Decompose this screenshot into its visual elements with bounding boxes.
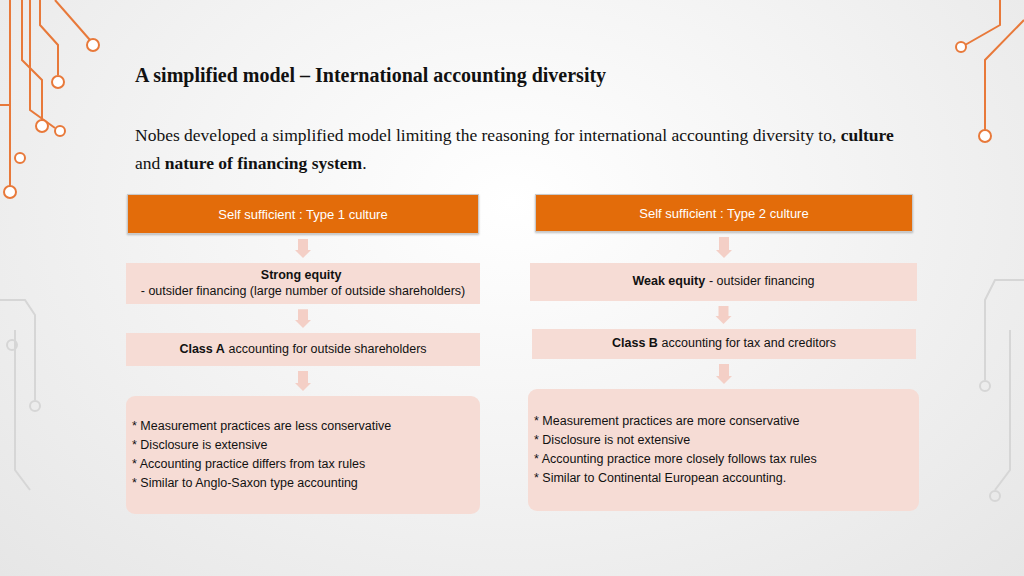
arrow-shape bbox=[716, 364, 732, 384]
circuit-dot bbox=[55, 126, 65, 136]
key-term: Strong equity bbox=[261, 268, 342, 284]
box-text: accounting for outside shareholders bbox=[229, 342, 427, 358]
circuit-line bbox=[15, 330, 30, 490]
bullet-item: * Measurement practices are less conserv… bbox=[132, 417, 472, 436]
circuit-nodes bbox=[4, 39, 991, 198]
characteristics-box: * Measurement practices are less conserv… bbox=[126, 396, 480, 514]
arrow-shape bbox=[716, 237, 732, 258]
flow-arrow bbox=[716, 306, 732, 324]
culture-header: Self sufficient : Type 2 culture bbox=[535, 194, 913, 232]
intro-text: and bbox=[135, 153, 160, 173]
flow-arrow bbox=[295, 309, 311, 328]
key-term: Weak equity bbox=[632, 274, 705, 290]
key-term: Class A bbox=[179, 342, 224, 358]
circuit-line bbox=[0, 104, 10, 106]
box-text: - outsider financing (large number of ou… bbox=[141, 284, 465, 300]
key-term: culture bbox=[841, 125, 894, 145]
circuit-dot bbox=[956, 42, 966, 52]
intro-paragraph: Nobes developed a simplified model limit… bbox=[135, 121, 905, 177]
arrow-shape bbox=[295, 371, 311, 391]
arrow-shape bbox=[295, 309, 311, 328]
arrow-shape bbox=[295, 239, 311, 258]
box-text: Self sufficient : Type 2 culture bbox=[639, 206, 808, 221]
circuit-line bbox=[0, 300, 35, 400]
circuit-dot bbox=[990, 491, 1000, 501]
bullet-item: * Accounting practice differs from tax r… bbox=[132, 455, 472, 474]
process-box: Class A accounting for outside shareholde… bbox=[126, 333, 480, 366]
bullet-item: * Accounting practice more closely follo… bbox=[534, 450, 911, 469]
circuit-lines bbox=[0, 0, 1024, 190]
circuit-line bbox=[9, 0, 11, 190]
box-text: Self sufficient : Type 1 culture bbox=[218, 207, 387, 222]
bullet-item: * Similar to Continental European accoun… bbox=[534, 469, 911, 488]
bullet-item: * Similar to Anglo-Saxon type accounting bbox=[132, 474, 472, 493]
circuit-dot bbox=[979, 130, 991, 142]
circuit-line bbox=[55, 0, 90, 40]
circuit-line bbox=[40, 0, 58, 75]
circuit-line bbox=[965, 0, 1000, 45]
characteristics-box: * Measurement practices are more conserv… bbox=[528, 389, 919, 511]
intro-text: . bbox=[362, 153, 366, 173]
circuit-line bbox=[985, 280, 1024, 380]
intro-text: Nobes developed a simplified model limit… bbox=[135, 125, 836, 145]
circuit-dot bbox=[87, 39, 99, 51]
flow-arrow bbox=[295, 239, 311, 258]
culture-header: Self sufficient : Type 1 culture bbox=[127, 194, 479, 234]
circuit-dot bbox=[36, 120, 48, 132]
circuit-dot bbox=[7, 340, 17, 350]
key-term: Class B bbox=[612, 336, 658, 352]
process-box: Class Baccounting for tax and creditors bbox=[532, 329, 916, 359]
circuit-dot bbox=[4, 186, 16, 198]
flow-arrow bbox=[716, 364, 732, 384]
circuit-dot bbox=[15, 153, 25, 163]
circuit-dot bbox=[980, 381, 990, 391]
process-box: Strong equity- outsider financing (large… bbox=[126, 263, 480, 304]
flow-arrow bbox=[295, 371, 311, 391]
bullet-item: * Measurement practices are more conserv… bbox=[534, 412, 911, 431]
circuit-dot bbox=[30, 401, 40, 411]
circuit-line bbox=[995, 330, 1010, 490]
box-text: - outsider financing bbox=[709, 274, 815, 290]
bullet-item: * Disclosure is not extensive bbox=[534, 431, 911, 450]
process-box: Weak equity- outsider financing bbox=[530, 263, 917, 301]
circuit-line bbox=[985, 20, 1024, 130]
key-term: nature of financing system bbox=[165, 153, 363, 173]
circuit-line bbox=[30, 0, 55, 128]
bullet-item: * Disclosure is extensive bbox=[132, 436, 472, 455]
box-text: accounting for tax and creditors bbox=[662, 336, 836, 352]
flow-arrow bbox=[716, 237, 732, 258]
slide-title: A simplified model – International accou… bbox=[135, 64, 606, 87]
circuit-dot bbox=[52, 76, 64, 88]
arrow-shape bbox=[716, 306, 732, 324]
